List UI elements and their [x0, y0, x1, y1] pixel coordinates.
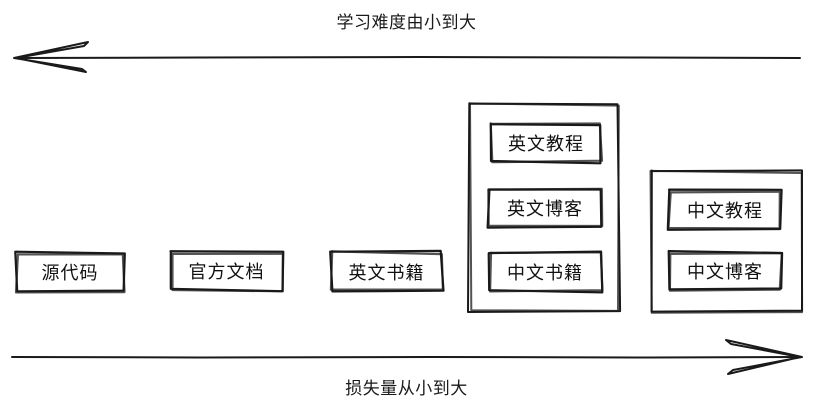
- node-chinese-tutorial[interactable]: 中文教程: [666, 188, 783, 231]
- node-english-tutorial[interactable]: 英文教程: [489, 122, 604, 165]
- node-official-docs[interactable]: 官方文档: [169, 250, 285, 293]
- node-chinese-books[interactable]: 中文书籍: [487, 250, 604, 294]
- node-label: 中文书籍: [507, 262, 583, 284]
- node-english-blog[interactable]: 英文博客: [486, 187, 604, 229]
- node-label: 英文博客: [507, 199, 583, 220]
- node-english-books[interactable]: 英文书籍: [329, 249, 445, 293]
- node-label: 中文博客: [687, 262, 763, 283]
- node-label: 官方文档: [188, 262, 265, 283]
- node-label: 中文教程: [687, 201, 763, 222]
- node-label: 源代码: [41, 263, 99, 284]
- bottom-axis-arrow: [11, 339, 803, 375]
- top-axis-label: 学习难度由小到大: [336, 13, 477, 33]
- top-axis-arrow: [13, 41, 801, 73]
- node-label: 英文书籍: [348, 262, 425, 284]
- node-label: 英文教程: [508, 134, 584, 155]
- node-source-code[interactable]: 源代码: [14, 250, 126, 294]
- node-chinese-blog[interactable]: 中文博客: [667, 249, 784, 292]
- bottom-axis-label: 损失量从小到大: [345, 379, 468, 399]
